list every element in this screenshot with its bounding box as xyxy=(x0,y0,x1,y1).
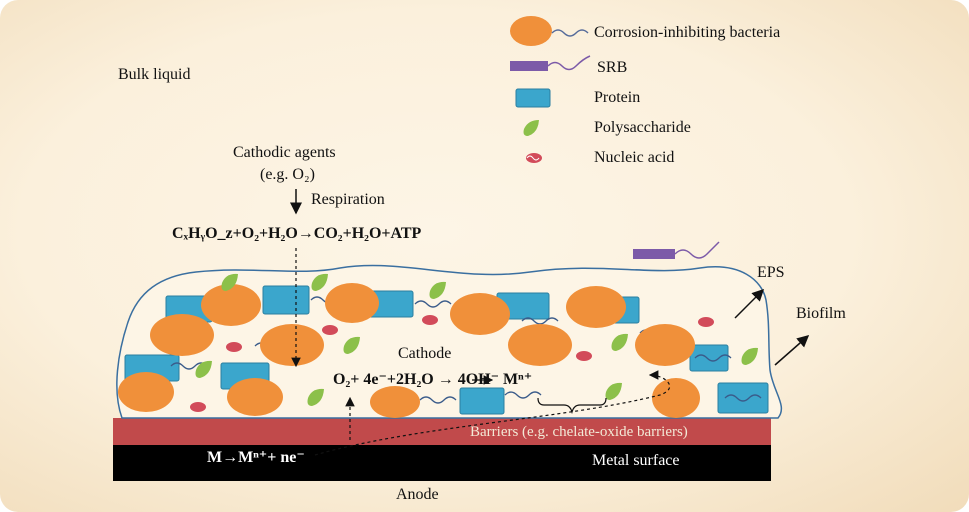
legend-polysaccharide-label: Polysaccharide xyxy=(594,119,691,136)
respiration-label: Respiration xyxy=(311,191,385,208)
legend-nucleic-acid-label: Nucleic acid xyxy=(594,149,675,166)
anode-label: Anode xyxy=(396,486,439,503)
anode-reaction: M→Mⁿ⁺+ ne⁻ xyxy=(207,449,305,466)
legend-protein-label: Protein xyxy=(594,89,641,106)
eps-label: EPS xyxy=(757,264,785,281)
legend-polysaccharide-icon xyxy=(523,120,539,136)
legend-srb-label: SRB xyxy=(597,59,628,76)
bacteria-group xyxy=(118,283,700,418)
legend-bacteria-label: Corrosion-inhibiting bacteria xyxy=(594,24,781,41)
cathode-label: Cathode xyxy=(398,345,452,362)
nucleic-acid-group xyxy=(190,315,714,412)
bulk-liquid-label: Bulk liquid xyxy=(118,66,191,83)
polysaccharide-group xyxy=(195,273,758,406)
barriers-label: Barriers (e.g. chelate-oxide barriers) xyxy=(470,424,688,440)
legend-srb-icon xyxy=(510,55,591,71)
barrier-layer xyxy=(113,418,771,445)
srb-cell xyxy=(633,241,720,259)
legend-nucleic-acid-icon xyxy=(526,153,542,163)
biofilm-label: Biofilm xyxy=(796,305,846,322)
eps-arrow xyxy=(734,288,765,319)
legend-bacteria-icon xyxy=(510,16,589,46)
cathodic-agents-label: Cathodic agents xyxy=(233,144,336,161)
product-brace xyxy=(537,397,607,415)
metal-surface-label: Metal surface xyxy=(592,452,680,469)
legend-protein-icon xyxy=(515,88,551,108)
biofilm-arrow xyxy=(774,335,810,366)
metal-surface xyxy=(113,444,771,481)
cathodic-example-label: (e.g. O₂) xyxy=(260,166,315,183)
respiration-equation: CₓHᵧO_z+O₂+H₂O→CO₂+H₂O+ATP xyxy=(172,225,422,242)
ion-path-arrow xyxy=(314,370,671,456)
cathode-reaction: O₂+ 4e⁻+2H₂O → 4OH⁻ Mⁿ⁺ xyxy=(333,371,533,388)
